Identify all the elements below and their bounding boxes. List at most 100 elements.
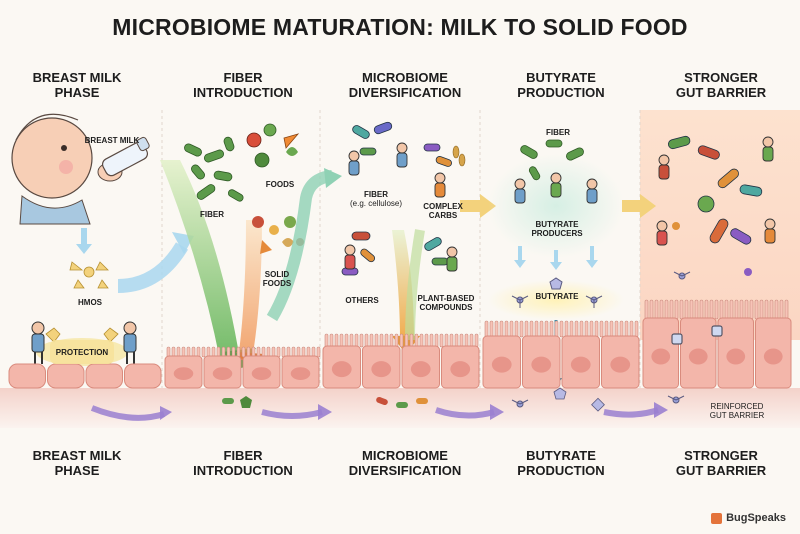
microvillus (324, 333, 329, 348)
cell-nucleus (688, 348, 708, 365)
microvillus (564, 320, 569, 338)
microvillus (354, 333, 359, 348)
barrier-butyrate-molecules (673, 271, 691, 280)
microvillus (344, 333, 349, 348)
microvillus (514, 320, 519, 338)
microvillus (739, 299, 744, 320)
microvillus (334, 333, 339, 348)
microvillus (604, 320, 609, 338)
others-label: OTHERS (345, 296, 379, 305)
microvillus (369, 333, 374, 348)
microvillus (316, 346, 321, 358)
microvillus (414, 333, 419, 348)
microvillus (764, 299, 769, 320)
breast-milk-label: BREAST MILK (84, 136, 140, 145)
microvillus (779, 299, 784, 320)
cell-nucleus (726, 348, 746, 365)
microvillus (689, 299, 694, 320)
microvillus (424, 333, 429, 348)
epithelial-cell (124, 363, 162, 389)
microvillus (524, 320, 529, 338)
butyrate-label: BUTYRATE (535, 292, 579, 301)
cell-nucleus (251, 367, 272, 380)
barrier-people (656, 136, 776, 246)
microvillus (241, 346, 246, 358)
microvillus (434, 333, 439, 348)
microvillus (784, 299, 789, 320)
diversity-people (344, 142, 458, 272)
butyrate-output-arrows (518, 246, 594, 264)
microvillus (574, 320, 579, 338)
brand-logo: BugSpeaks (711, 512, 786, 524)
microvillus (444, 333, 449, 348)
microvillus (669, 299, 674, 320)
cell-nucleus (371, 361, 392, 378)
microvillus (439, 333, 444, 348)
microvillus (684, 299, 689, 320)
microvillus (704, 299, 709, 320)
cell-nucleus (491, 356, 512, 373)
microvillus (454, 333, 459, 348)
microvillus (724, 299, 729, 320)
microvillus (399, 333, 404, 348)
microvillus (236, 346, 241, 358)
microvillus (389, 333, 394, 348)
microvillus (394, 333, 399, 348)
microvilli-fringe (166, 299, 789, 358)
microvillus (384, 333, 389, 348)
cell-nucleus (610, 356, 631, 373)
microvillus (201, 346, 206, 358)
microvillus (459, 333, 464, 348)
microvillus (474, 333, 479, 348)
microvillus (559, 320, 564, 338)
microvillus (644, 299, 649, 320)
microvillus (374, 333, 379, 348)
fiber-cellulose-label: FIBER (e.g. cellulose) (349, 190, 403, 208)
microvillus (429, 333, 434, 348)
foods-label: FOODS (265, 180, 295, 189)
microvillus (549, 320, 554, 338)
microvillus (774, 299, 779, 320)
protection-label: PROTECTION (55, 348, 109, 357)
cell-nucleus (651, 348, 671, 365)
microvillus (634, 320, 639, 338)
microvillus (349, 333, 354, 348)
microvillus (679, 299, 684, 320)
microvillus (534, 320, 539, 338)
cell-nucleus (290, 367, 311, 380)
microvillus (714, 299, 719, 320)
microvillus (464, 333, 469, 348)
microvillus (624, 320, 629, 338)
microvillus (489, 320, 494, 338)
foods-icon (246, 123, 300, 168)
milk-bottle-icon (101, 136, 150, 177)
microvillus (499, 320, 504, 338)
microvillus (614, 320, 619, 338)
fiber-label: FIBER (200, 210, 224, 219)
microvillus (539, 320, 544, 338)
microvillus (419, 333, 424, 348)
microvillus (554, 320, 559, 338)
cell-nucleus (212, 367, 233, 380)
microvillus (379, 333, 384, 348)
butyrate-fiber-bacteria (520, 139, 584, 181)
microvillus (729, 299, 734, 320)
hmo-molecules-icon (69, 261, 109, 289)
microvillus (364, 333, 369, 348)
epithelial-cell (85, 363, 123, 389)
cell-nucleus (331, 361, 352, 378)
butyrate-molecules (511, 277, 603, 308)
microvillus (519, 320, 524, 338)
hmos-label: HMOs (78, 298, 102, 307)
microvillus (744, 299, 749, 320)
microvillus (484, 320, 489, 338)
